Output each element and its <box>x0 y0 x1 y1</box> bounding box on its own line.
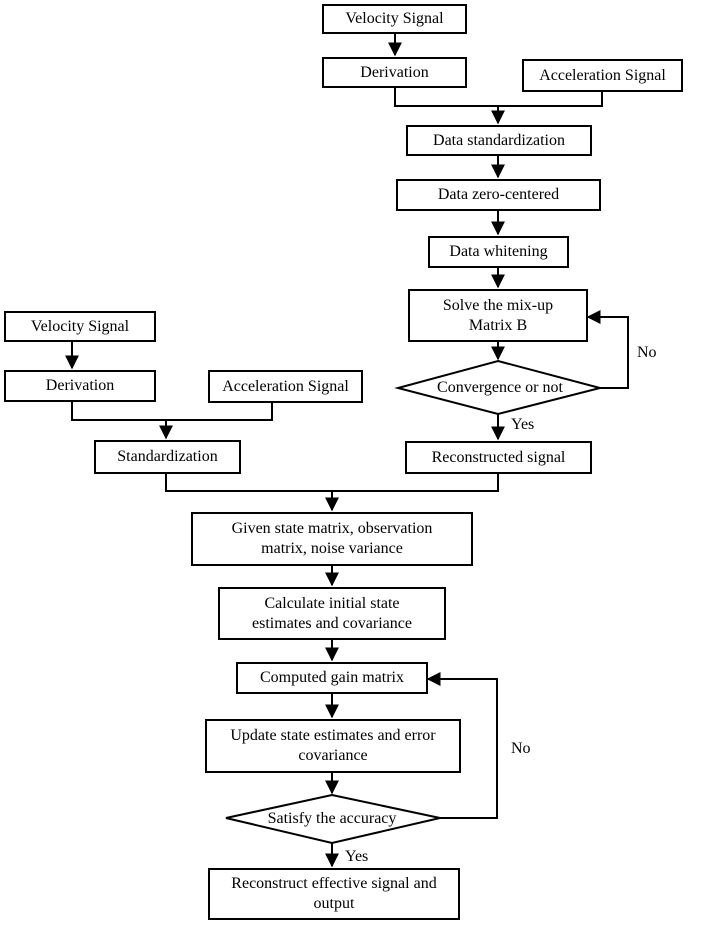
acceleration-signal-box-left: Acceleration Signal <box>208 370 363 403</box>
accuracy-yes-label: Yes <box>345 848 369 865</box>
accuracy-diamond <box>225 793 441 845</box>
convergence-no-label: No <box>637 344 657 361</box>
velocity-signal-box-top: Velocity Signal <box>322 4 467 34</box>
derivation-box-left: Derivation <box>4 370 156 402</box>
derivation-box-top: Derivation <box>322 57 467 88</box>
loop-arrow-convergence-no <box>586 310 629 389</box>
convergence-label: Convergence or not <box>437 379 563 396</box>
initial-estimates-box: Calculate initial state estimates and co… <box>218 587 446 640</box>
given-state-matrix-box: Given state matrix, observation matrix, … <box>191 512 473 566</box>
data-whitening-box: Data whitening <box>428 236 569 268</box>
merge-line-left <box>71 402 273 421</box>
reconstructed-signal-box: Reconstructed signal <box>405 441 592 474</box>
accuracy-no-label: No <box>511 740 531 757</box>
standardization-box: Standardization <box>94 440 241 474</box>
satisfy-accuracy-label: Satisfy the accuracy <box>267 810 397 827</box>
convergence-yes-label: Yes <box>511 416 535 433</box>
velocity-signal-box-left: Velocity Signal <box>4 311 156 342</box>
update-state-box: Update state estimates and error covaria… <box>205 719 461 773</box>
acceleration-signal-box-top: Acceleration Signal <box>522 59 683 92</box>
join-line <box>165 473 499 492</box>
data-zero-centered-box: Data zero-centered <box>396 179 601 211</box>
data-standardization-box: Data standardization <box>406 125 592 156</box>
output-box: Reconstruct effective signal and output <box>208 868 460 920</box>
solve-matrix-box: Solve the mix-up Matrix B <box>408 289 588 342</box>
gain-matrix-box: Computed gain matrix <box>236 662 428 694</box>
loop-arrow-accuracy-no <box>426 672 498 819</box>
convergence-diamond <box>394 359 604 416</box>
